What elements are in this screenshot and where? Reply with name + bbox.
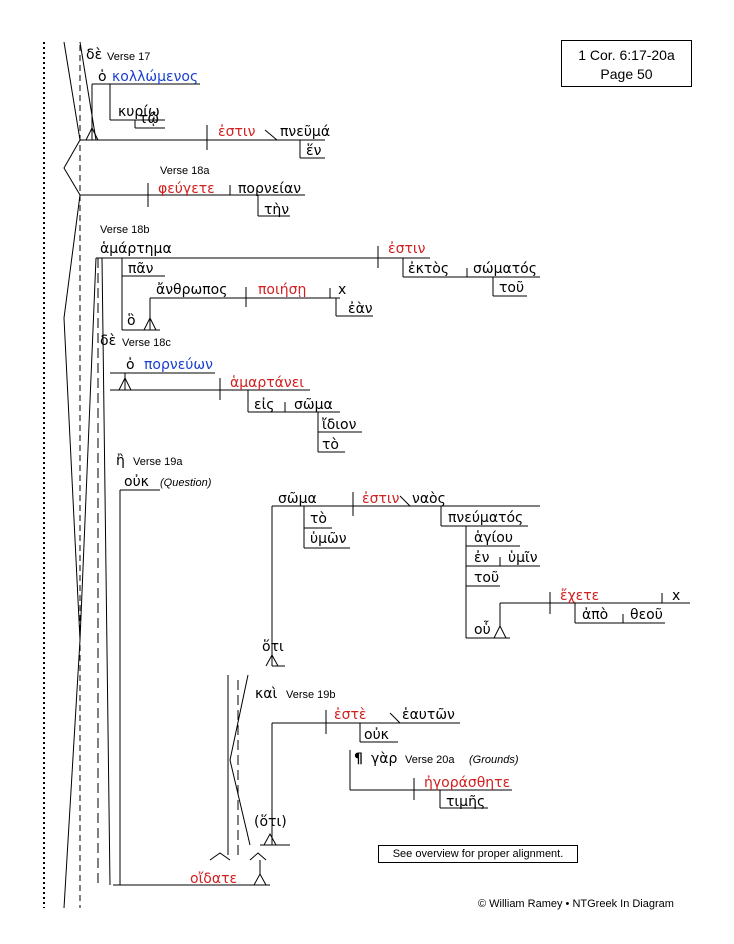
grounds-note: (Grounds)	[469, 754, 519, 766]
word-hamartanei: ἁμαρτάνει	[230, 375, 305, 391]
word-hagiou: ἁγίου	[474, 530, 513, 546]
word-tou-19a: τοῦ	[474, 570, 500, 586]
verse-19a-label: Verse 19a	[133, 456, 183, 468]
copyright: © William Ramey • NTGreek In Diagram	[478, 898, 674, 910]
word-e: ἢ	[116, 453, 125, 469]
word-ho-rel: ὃ	[127, 313, 136, 329]
word-echete: ἔχετε	[560, 588, 600, 604]
word-pan: πᾶν	[128, 261, 154, 277]
verse-18b-label: Verse 18b	[100, 224, 150, 236]
word-naos: ναὸς	[412, 491, 446, 507]
word-humin: ὑμῖν	[508, 550, 538, 566]
word-to-19a: τὸ	[310, 511, 327, 527]
question-note: (Question)	[160, 477, 212, 489]
word-egorasthete: ἠγοράσθητε	[424, 775, 511, 791]
word-estin-19a: ἐστιν	[362, 491, 400, 507]
word-feugete: φεύγετε	[158, 181, 215, 197]
word-kollomenos: κολλώμενος	[112, 69, 199, 85]
word-humon-19a: ὑμῶν	[310, 531, 347, 547]
verse-19b-label: Verse 19b	[286, 689, 336, 701]
word-kurio: κυρίῳ	[118, 104, 160, 120]
word-poiese: ποιήσῃ	[258, 282, 307, 298]
word-eis: εἰς	[254, 397, 275, 413]
paragraph-mark: ¶	[354, 751, 363, 767]
word-kai: καὶ	[255, 686, 278, 702]
word-hoti: ὅτι	[262, 639, 284, 655]
verse-17-label: Verse 17	[107, 51, 151, 63]
word-anthropos: ἄνθρωπος	[156, 282, 228, 298]
word-hen: ἕν	[306, 143, 322, 159]
word-times: τιμῆς	[446, 794, 486, 810]
word-de-18c: δὲ	[100, 333, 117, 349]
word-este: ἐστὲ	[334, 707, 367, 723]
word-ouk-19b: οὐκ	[364, 727, 389, 743]
word-to-dat: τῷ	[139, 111, 160, 127]
word-ho-18c: ὁ	[126, 357, 135, 373]
word-idion: ἴδιον	[322, 417, 357, 433]
word-x-19a: x	[672, 588, 681, 604]
word-porneian: πορνείαν	[238, 181, 302, 197]
word-ektos: ἐκτὸς	[408, 261, 450, 277]
word-oidate: οἴδατε	[190, 871, 238, 887]
word-porneuon: πορνεύων	[144, 357, 213, 373]
word-to-18c: τὸ	[322, 437, 339, 453]
word-soma-18c: σῶμα	[294, 397, 333, 413]
word-en: ἐν	[474, 550, 490, 566]
reference-passage: 1 Cor. 6:17-20a	[578, 47, 675, 63]
word-heauton: ἑαυτῶν	[402, 707, 455, 723]
word-hou: οὗ	[474, 622, 491, 638]
reference-box: 1 Cor. 6:17-20a Page 50	[561, 40, 692, 87]
overview-note: See overview for proper alignment.	[378, 845, 578, 863]
word-x-18b: x	[338, 282, 347, 298]
word-apo: ἀπὸ	[582, 607, 609, 623]
word-hoti-paren: (ὅτι)	[254, 814, 287, 830]
word-somatos: σώματός	[473, 261, 537, 277]
word-ho: ὁ	[98, 69, 107, 85]
word-pneumatos: πνεύματός	[448, 510, 524, 526]
word-hamartema: ἁμάρτημα	[100, 241, 172, 257]
word-gar: γὰρ	[371, 751, 398, 767]
word-de-17: δὲ	[86, 47, 103, 63]
word-pneuma: πνεῦμά	[280, 124, 331, 140]
word-theou: θεοῦ	[630, 607, 663, 623]
reference-page: Page 50	[600, 66, 653, 82]
word-ouk-19a: οὐκ	[124, 474, 149, 490]
word-soma-19a: σῶμα	[278, 491, 317, 507]
word-ean: ἐὰν	[348, 301, 373, 317]
word-ten: τὴν	[264, 202, 290, 218]
verse-18c-label: Verse 18c	[122, 337, 171, 349]
verse-18a-label: Verse 18a	[160, 165, 210, 177]
word-estin-18b: ἐστιν	[388, 241, 426, 257]
word-estin-17: ἐστιν	[218, 124, 256, 140]
word-tou-18b: τοῦ	[499, 280, 525, 296]
verse-20a-label: Verse 20a	[405, 754, 455, 766]
